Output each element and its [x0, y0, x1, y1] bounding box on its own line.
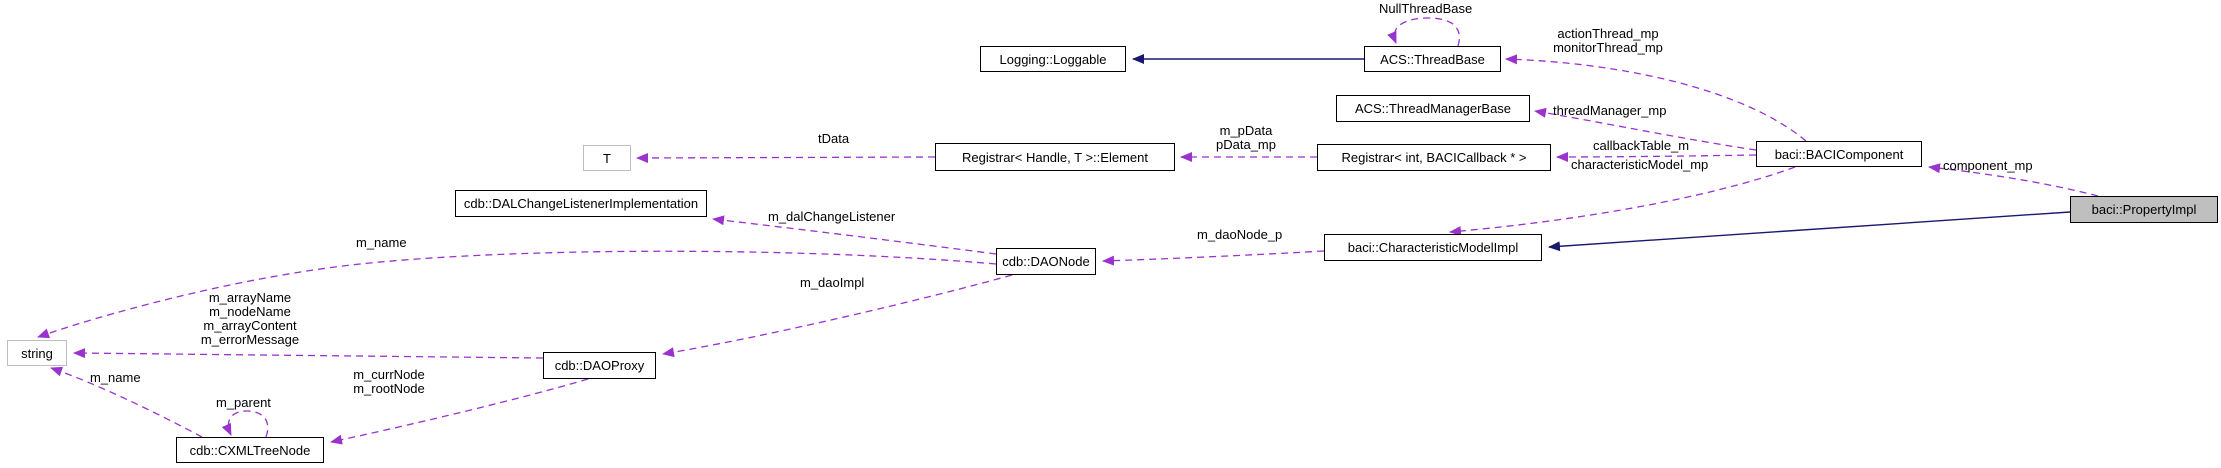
edge-threadmanager	[1534, 107, 1757, 151]
edge-label-arrayname: m_arrayName	[208, 290, 292, 305]
edge-label-threadmanager: threadManager_mp	[1553, 103, 1667, 118]
edge-label-string-members: m_arrayName m_nodeName m_arrayContent m_…	[190, 291, 310, 347]
edge-label-componentmp: component_mp	[1943, 158, 2033, 173]
edge-nullthreadbase-selfloop	[1387, 17, 1460, 47]
node-registrar-handle-element[interactable]: Registrar< Handle, T >::Element	[935, 143, 1175, 171]
edge-dalchangelistener	[712, 215, 997, 255]
edge-label-dalchangelistener: m_dalChangeListener	[768, 209, 896, 224]
edge-label-daonodep: m_daoNode_p	[1197, 227, 1283, 242]
edge-mname-daonode-string	[37, 250, 997, 339]
edge-label-mparent: m_parent	[216, 395, 271, 410]
node-acs-threadmanagerbase[interactable]: ACS::ThreadManagerBase	[1336, 95, 1530, 122]
edge-label-nullthreadbase: NullThreadBase	[1379, 1, 1473, 16]
node-cdb-dalchangelistenerimplementation[interactable]: cdb::DALChangeListenerImplementation	[455, 190, 707, 217]
edge-label-mname-treenode: m_name	[90, 370, 141, 385]
edge-label-tdata: tData	[818, 131, 850, 146]
edge-characteristicmodel	[1449, 166, 1796, 237]
edge-label-monitorthread: monitorThread_mp	[1553, 40, 1663, 55]
edge-label-mname-daonode: m_name	[356, 235, 407, 250]
edge-label-characteristicmodel: characteristicModel_mp	[1571, 157, 1709, 172]
edge-label-actionthread: actionThread_mp	[1557, 26, 1659, 41]
edge-component-mp	[1928, 163, 2099, 197]
edge-currnode-rootnode	[330, 378, 589, 445]
edge-arraynames-daoproxy-string	[73, 348, 544, 359]
node-logging-loggable[interactable]: Logging::Loggable	[980, 46, 1126, 72]
edge-label-rootnode: m_rootNode	[353, 381, 425, 396]
edge-propertyimpl-inherits-characteristicmodelimpl	[1548, 211, 2071, 252]
edge-label-mpdata-pdatamp: m_pData pData_mp	[1208, 124, 1284, 152]
edge-mparent-selfloop	[221, 410, 269, 438]
node-baci-characteristicmodelimpl[interactable]: baci::CharacteristicModelImpl	[1324, 234, 1542, 261]
node-baci-bacicomponent[interactable]: baci::BACIComponent	[1756, 141, 1922, 167]
edge-label-actionthread-monitorthread: actionThread_mp monitorThread_mp	[1546, 27, 1670, 55]
node-string: string	[7, 340, 67, 366]
edge-daoimpl	[662, 274, 1013, 358]
edge-daonode-p	[1102, 250, 1325, 266]
edge-label-errormessage: m_errorMessage	[200, 332, 300, 347]
edge-tdata	[636, 152, 936, 163]
edge-label-pdatamp: pData_mp	[1216, 137, 1276, 152]
edge-label-currnode-rootnode: m_currNode m_rootNode	[344, 368, 434, 396]
node-cdb-daoproxy[interactable]: cdb::DAOProxy	[543, 352, 656, 379]
edge-label-arraycontent: m_arrayContent	[203, 318, 297, 333]
edge-mname-treenode-string	[50, 366, 203, 438]
edge-label-mpdata: m_pData	[1219, 123, 1273, 138]
edge-label-currnode: m_currNode	[353, 367, 425, 382]
edge-label-daoimpl: m_daoImpl	[800, 275, 865, 290]
node-cdb-daonode[interactable]: cdb::DAONode	[996, 248, 1096, 275]
edge-label-callbacktable: callbackTable_m	[1593, 138, 1690, 153]
node-registrar-int-bacicallback[interactable]: Registrar< int, BACICallback * >	[1317, 144, 1551, 171]
edge-label-nodename: m_nodeName	[209, 304, 291, 319]
node-acs-threadbase[interactable]: ACS::ThreadBase	[1364, 46, 1501, 72]
edge-actionthread-monitorthread	[1505, 54, 1807, 142]
edge-callbacktable	[1556, 151, 1757, 162]
node-cdb-cxmltreenode[interactable]: cdb::CXMLTreeNode	[176, 437, 324, 463]
node-baci-propertyimpl: baci::PropertyImpl	[2070, 196, 2218, 223]
node-t: T	[583, 145, 631, 171]
